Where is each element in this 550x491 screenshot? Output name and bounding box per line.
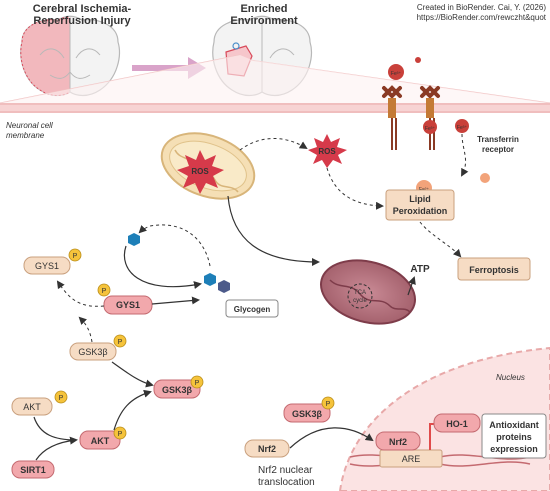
gsk3b-nrf2-box: GSK3β (283, 403, 331, 423)
phospho-gys1-a: P (68, 248, 82, 262)
mitochondrion-tca: TCA cycle (319, 259, 417, 325)
membrane-label-line1: Neuronal cell (6, 121, 53, 130)
phospho-akt-b: P (113, 426, 127, 440)
phospho-gsk3b-a: P (113, 334, 127, 348)
svg-text:TCA: TCA (354, 290, 366, 296)
lipid-peroxidation-box: Lipid Peroxidation (385, 189, 455, 221)
svg-text:Antioxidant: Antioxidant (489, 420, 539, 430)
svg-text:GSK3β: GSK3β (162, 385, 193, 395)
translocation-label-line1: Nrf2 nuclear (258, 465, 313, 476)
phospho-gys1-b: P (97, 283, 111, 297)
credit-line1: Created in BioRender. Cai, Y. (2026) (417, 3, 546, 12)
title-enriched-line1: Enriched (240, 3, 287, 15)
title-ischemia-line2: Reperfusion Injury (33, 15, 131, 27)
svg-text:ROS: ROS (318, 147, 336, 156)
gsk3b-box: GSK3β (69, 342, 117, 361)
phospho-gsk3b-c: P (321, 396, 335, 410)
ros-burst-mito: ROS (177, 150, 224, 194)
phospho-gsk3b-b: P (190, 375, 204, 389)
credit-line2: https://BioRender.com/rewczht&quot (417, 13, 547, 22)
svg-text:Nrf2: Nrf2 (389, 437, 407, 447)
svg-text:Nrf2: Nrf2 (258, 444, 276, 454)
svg-text:Fe³⁺: Fe³⁺ (391, 71, 402, 77)
glycogen-box: Glycogen (225, 299, 279, 318)
svg-text:P: P (118, 339, 123, 346)
ferroptosis-box: Ferroptosis (457, 257, 531, 281)
svg-text:proteins: proteins (496, 432, 532, 442)
svg-text:AKT: AKT (23, 402, 41, 412)
phospho-akt-a: P (54, 390, 68, 404)
antioxidant-box: Antioxidant proteins expression (481, 413, 547, 459)
ros-burst-cytoplasm: ROS (308, 134, 347, 168)
progression-arrow (132, 57, 206, 79)
svg-text:Glycogen: Glycogen (234, 305, 271, 314)
title-enriched-line2: Environment (230, 15, 298, 27)
fe3-ion-top: Fe³⁺ (388, 64, 404, 80)
svg-text:P: P (59, 395, 64, 402)
svg-text:P: P (195, 380, 200, 387)
are-box: ARE (379, 449, 443, 468)
sirt1-box: SIRT1 (11, 460, 55, 479)
svg-text:GYS1: GYS1 (35, 261, 59, 271)
nrf2-box: Nrf2 (244, 439, 290, 458)
membrane-label-line2: membrane (6, 131, 45, 140)
ho1-box: HO-1 (433, 413, 481, 433)
svg-text:AKT: AKT (91, 436, 110, 446)
translocation-label-line2: translocation (258, 477, 315, 488)
atp-label: ATP (410, 264, 430, 275)
svg-text:GYS1: GYS1 (116, 300, 140, 310)
svg-text:P: P (73, 253, 78, 260)
glucose-hexagon-1 (128, 233, 140, 246)
fe3-ion-membrane: Fe³⁺ (455, 119, 469, 133)
svg-text:Lipid: Lipid (409, 194, 431, 204)
brain-ischemia-illustration (20, 15, 121, 97)
svg-text:P: P (102, 288, 107, 295)
fe2-dot (480, 173, 490, 183)
transferrin-label-line1: Transferrin (477, 135, 519, 144)
svg-text:GSK3β: GSK3β (292, 409, 323, 419)
gys1-phospho-box: GYS1 (103, 295, 153, 315)
fe3-ion-bound: Fe³⁺ (423, 120, 437, 134)
title-ischemia-line1: Cerebral Ischemia- (33, 3, 132, 15)
transferrin-label-line2: receptor (482, 145, 514, 154)
svg-text:Peroxidation: Peroxidation (393, 206, 448, 216)
glycogen-molecule (204, 273, 230, 293)
svg-text:SIRT1: SIRT1 (20, 465, 46, 475)
svg-text:HO-1: HO-1 (446, 419, 468, 429)
nucleus-label: Nucleus (496, 373, 525, 382)
akt-phospho-box: AKT (79, 430, 121, 450)
svg-text:ARE: ARE (402, 454, 421, 464)
nrf2-nuclear-box: Nrf2 (375, 431, 421, 451)
cell-membrane (0, 103, 550, 113)
svg-text:P: P (118, 431, 123, 438)
svg-text:cycle: cycle (353, 298, 367, 304)
svg-text:Fe³⁺: Fe³⁺ (425, 126, 436, 132)
gys1-box: GYS1 (23, 256, 71, 275)
svg-text:ROS: ROS (191, 167, 209, 176)
transferrin-receptor-1 (382, 85, 402, 150)
svg-text:P: P (326, 401, 331, 408)
svg-text:expression: expression (490, 444, 538, 454)
svg-text:Ferroptosis: Ferroptosis (469, 265, 519, 275)
svg-text:Fe³⁺: Fe³⁺ (457, 125, 468, 131)
gsk3b-phospho-box: GSK3β (153, 379, 201, 399)
svg-text:GSK3β: GSK3β (78, 347, 107, 357)
fe-dot (415, 57, 421, 63)
akt-box: AKT (11, 397, 53, 416)
